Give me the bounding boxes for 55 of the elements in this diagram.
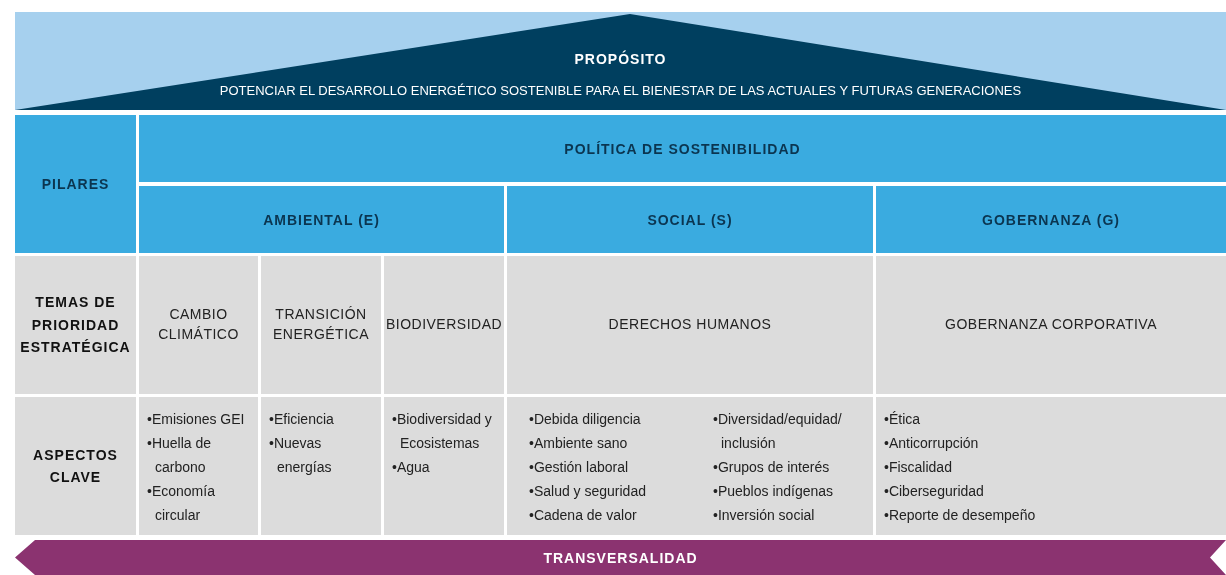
table-cell <box>139 256 258 394</box>
list-item: •Agua <box>392 458 431 477</box>
list-item: •Economía circular <box>147 482 216 525</box>
list-item: •Ambiente sano <box>529 434 629 453</box>
topic-text: CAMBIO CLIMÁTICO <box>157 305 240 344</box>
list-item: •Cadena de valor <box>529 506 638 525</box>
header-cell <box>139 115 1226 182</box>
list-item: •Emisiones GEI <box>147 410 246 429</box>
row-header-cell <box>15 397 136 535</box>
list-item: •Huella de carbono <box>147 434 213 477</box>
header-cell <box>876 186 1226 253</box>
band-label: TRANSVERSALIDAD <box>543 549 698 566</box>
header-text: SOCIAL (S) <box>647 211 733 228</box>
list-item: •Debida diligencia <box>529 410 642 429</box>
header-text: POLÍTICA DE SOSTENIBILIDAD <box>564 140 801 157</box>
table-cell <box>139 397 258 535</box>
table-cell <box>261 256 381 394</box>
list-item: •Diversidad/equidad/ inclusión <box>713 410 843 453</box>
list-item: •Salud y seguridad <box>529 482 647 501</box>
heading: PROPÓSITO <box>574 50 667 67</box>
list-item: •Fiscalidad <box>884 458 953 477</box>
header-cell <box>139 186 504 253</box>
row-header-text: ASPECTOS CLAVE <box>32 445 119 487</box>
table-cell <box>876 256 1226 394</box>
list-item: •Inversión social <box>713 506 816 525</box>
list-item: •Ciberseguridad <box>884 482 985 501</box>
list-item: •Grupos de interés <box>713 458 831 477</box>
header-cell <box>15 115 136 253</box>
row-header-cell <box>15 256 136 394</box>
table-cell <box>384 397 504 535</box>
list-item: •Eficiencia <box>269 410 335 429</box>
row-header-text: TEMAS DE PRIORIDAD ESTRATÉGICA <box>19 293 132 358</box>
header-cell <box>507 186 873 253</box>
list-item: •Pueblos indígenas <box>713 482 835 501</box>
topic-text: DERECHOS HUMANOS <box>607 315 773 335</box>
arrow-band <box>15 540 1226 575</box>
list-item: •Anticorrupción <box>884 434 980 453</box>
table-cell <box>261 397 381 535</box>
list-item: •Nuevas energías <box>269 434 333 477</box>
list-item: •Biodiversidad y Ecosistemas <box>392 410 493 453</box>
table-cell <box>507 397 873 535</box>
topic-text: BIODIVERSIDAD <box>384 315 504 335</box>
table-cell <box>507 256 873 394</box>
table-cell <box>876 397 1226 535</box>
list-item: •Reporte de desempeño <box>884 506 1036 525</box>
list-item: •Ética <box>884 410 922 429</box>
topic-text: TRANSICIÓN ENERGÉTICA <box>272 305 370 344</box>
header-text: GOBERNANZA (G) <box>982 211 1120 228</box>
topic-text: GOBERNANZA CORPORATIVA <box>944 315 1158 335</box>
header-text: PILARES <box>41 176 110 192</box>
table-cell <box>384 256 504 394</box>
roof-banner <box>15 12 1226 110</box>
subtitle: POTENCIAR EL DESARROLLO ENERGÉTICO SOSTENIBLE PARA EL BIENESTAR DE LAS ACTUALES Y FUTURAS GENERACIONES <box>219 82 1022 98</box>
list-item: •Gestión laboral <box>529 458 630 477</box>
header-text: AMBIENTAL (E) <box>263 211 380 228</box>
